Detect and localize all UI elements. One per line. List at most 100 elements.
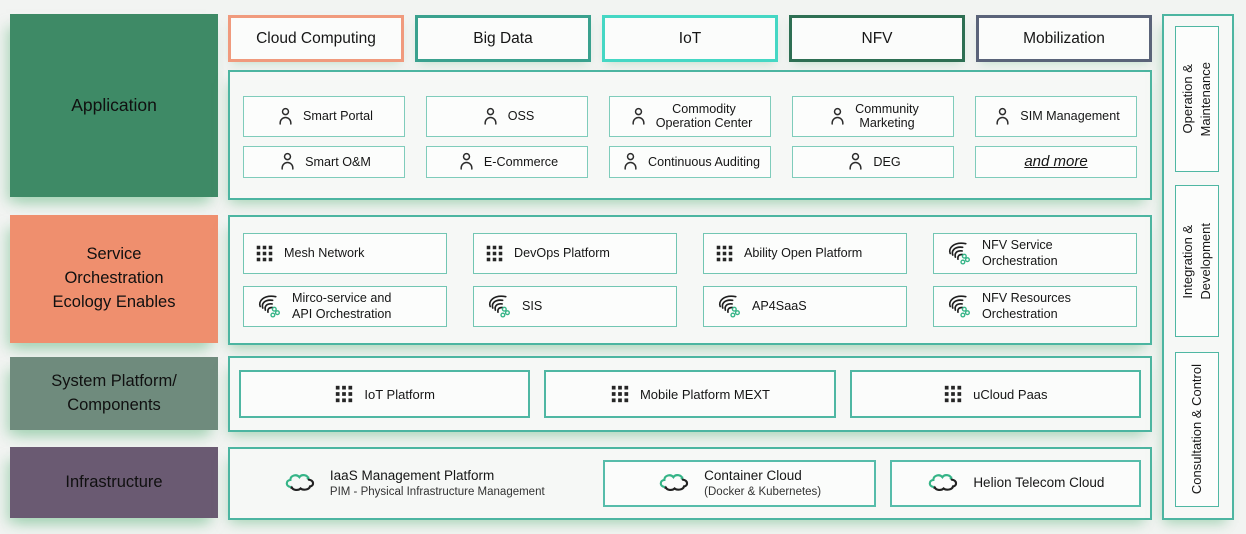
infra-title: Container Cloud: [704, 467, 802, 483]
infra-item-iaas-management-platform: IaaS Management Platform PIM - Physical …: [239, 460, 589, 507]
tab-nfv: NFV: [789, 15, 965, 62]
cloud-sync-icon: [283, 471, 317, 496]
app-item-commodity-operation-center: Commodity Operation Center: [609, 96, 771, 137]
orchestration-icon: [945, 240, 972, 267]
grid-icon: [485, 244, 504, 263]
person-icon: [480, 106, 501, 127]
item-label: DEG: [873, 154, 901, 169]
infra-item-container-cloud: Container Cloud (Docker & Kubernetes): [602, 460, 876, 507]
item-label: uCloud Paas: [973, 386, 1048, 402]
sys-item-ucloud-paas: uCloud Paas: [849, 370, 1141, 418]
tab-label: NFV: [861, 29, 893, 47]
infra-item-helion-telecom-cloud: Helion Telecom Cloud: [889, 460, 1141, 507]
sidebar-item-label: Operation & Maintenance: [1179, 61, 1213, 137]
item-label: Continuous Auditing: [647, 154, 761, 169]
svc-item-nfv-resources-orchestration: NFV Resources Orchestration: [933, 286, 1137, 327]
grid-icon: [255, 244, 274, 263]
layer-label: Application: [71, 94, 157, 115]
layer-system-platform: System Platform/ Components: [10, 357, 218, 430]
layer-application: Application: [10, 14, 218, 197]
sidebar-item-consultation-control: Consultation & Control: [1175, 352, 1219, 507]
infra-title: IaaS Management Platform: [329, 467, 495, 483]
svc-item-ap4saas: AP4SaaS: [703, 286, 907, 327]
grid-icon: [943, 384, 963, 404]
item-label: Smart Portal: [303, 109, 373, 123]
infrastructure-panel: IaaS Management Platform PIM - Physical …: [228, 447, 1152, 520]
item-label: Ability Open Platform: [744, 245, 863, 260]
infra-subtitle: (Docker & Kubernetes): [704, 485, 822, 498]
layer-infrastructure: Infrastructure: [10, 447, 218, 518]
person-icon: [620, 151, 641, 172]
person-icon: [275, 106, 296, 127]
sidebar-item-operation-maintenance: Operation & Maintenance: [1175, 26, 1219, 172]
application-panel: Smart Portal OSS Commodity Operation Cen…: [228, 70, 1152, 200]
tab-iot: IoT: [602, 15, 778, 62]
sys-item-mobile-platform-mext: Mobile Platform MEXT: [544, 370, 836, 418]
system-platform-panel: IoT Platform Mobile Platform MEXT uCloud…: [228, 356, 1152, 432]
sys-item-iot-platform: IoT Platform: [239, 370, 531, 418]
item-label: Commodity Operation Center: [655, 101, 753, 131]
svc-item-nfv-service-orchestration: NFV Service Orchestration: [933, 233, 1137, 274]
app-item-sim-management: SIM Management: [975, 96, 1137, 137]
app-item-oss: OSS: [426, 96, 588, 137]
sidebar-item-label: Integration & Development: [1179, 222, 1213, 300]
cloud-sync-icon: [926, 471, 960, 496]
app-item-e-commerce: E-Commerce: [426, 145, 588, 178]
app-item-continuous-auditing: Continuous Auditing: [609, 145, 771, 178]
item-label: E-Commerce: [483, 154, 559, 169]
infra-text: IaaS Management Platform PIM - Physical …: [330, 468, 545, 499]
app-item-smart-om: Smart O&M: [243, 145, 405, 178]
tab-big-data: Big Data: [415, 15, 591, 62]
item-label: AP4SaaS: [752, 298, 807, 313]
cloud-sync-icon: [657, 471, 691, 496]
svc-item-mesh-network: Mesh Network: [243, 233, 447, 274]
grid-icon: [334, 384, 354, 404]
service-orchestration-panel: Mesh Network DevOps Platform Ability Ope…: [228, 215, 1152, 345]
infra-subtitle: PIM - Physical Infrastructure Management: [329, 485, 545, 498]
tab-label: IoT: [678, 29, 702, 47]
app-item-deg: DEG: [792, 145, 954, 178]
top-tabs: Cloud Computing Big Data IoT NFV Mobiliz…: [228, 15, 1152, 62]
orchestration-icon: [945, 293, 972, 320]
item-label: SIM Management: [1020, 109, 1120, 123]
svc-item-sis: SIS: [473, 286, 677, 327]
tab-cloud-computing: Cloud Computing: [228, 15, 404, 62]
item-label: DevOps Platform: [514, 245, 610, 260]
tab-mobilization: Mobilization: [976, 15, 1152, 62]
svc-item-mirco-service-api-orchestration: Mirco-service and API Orchestration: [243, 286, 447, 327]
app-item-and-more: and more: [975, 145, 1137, 178]
app-item-community-marketing: Community Marketing: [792, 96, 954, 137]
layer-label: Infrastructure: [65, 472, 163, 491]
right-sidebar: Operation & Maintenance Integration & De…: [1162, 14, 1234, 520]
layer-label: System Platform/ Components: [51, 371, 177, 414]
grid-icon: [610, 384, 630, 404]
orchestration-icon: [485, 293, 512, 320]
svc-item-ability-open-platform: Ability Open Platform: [703, 233, 907, 274]
tab-label: Big Data: [473, 29, 533, 47]
person-icon: [456, 151, 477, 172]
person-icon: [827, 106, 848, 127]
item-label: and more: [1024, 153, 1088, 171]
tab-label: Mobilization: [1023, 29, 1105, 47]
item-label: Community Marketing: [855, 101, 919, 131]
infra-text: Helion Telecom Cloud: [973, 475, 1104, 492]
item-label: Smart O&M: [305, 154, 371, 169]
orchestration-icon: [255, 293, 282, 320]
sidebar-item-integration-development: Integration & Development: [1175, 185, 1219, 337]
app-item-smart-portal: Smart Portal: [243, 96, 405, 137]
person-icon: [628, 106, 649, 127]
sidebar-item-label: Consultation & Control: [1188, 364, 1204, 495]
item-label: Mobile Platform MEXT: [639, 386, 771, 402]
item-label: Mesh Network: [284, 245, 365, 260]
item-label: Mirco-service and API Orchestration: [292, 290, 392, 321]
grid-icon: [715, 244, 734, 263]
layer-label: Service Orchestration Ecology Enables: [52, 245, 176, 311]
item-label: IoT Platform: [364, 386, 435, 402]
item-label: SIS: [522, 298, 543, 313]
item-label: NFV Service Orchestration: [982, 237, 1058, 268]
person-icon: [277, 151, 298, 172]
item-label: OSS: [507, 109, 535, 123]
infra-text: Container Cloud (Docker & Kubernetes): [704, 468, 821, 499]
orchestration-icon: [715, 293, 742, 320]
